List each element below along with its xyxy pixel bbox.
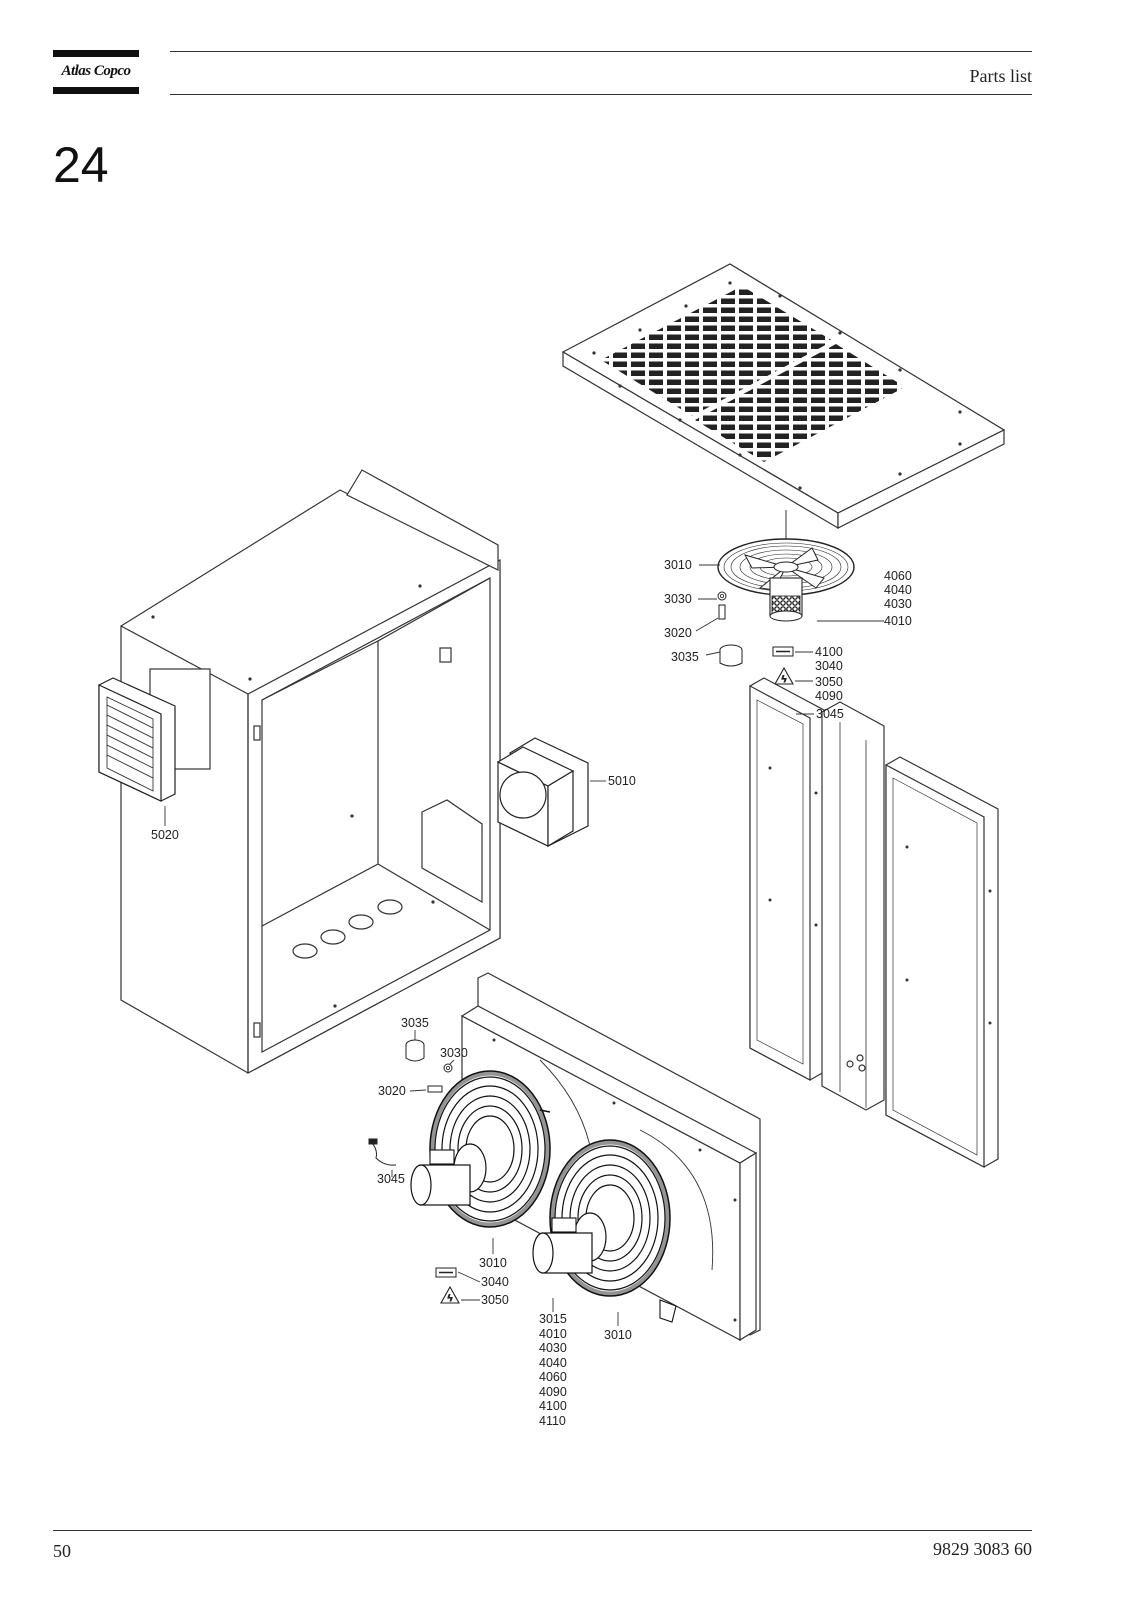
callout-top-plate-1: 3040: [815, 659, 843, 673]
callout-bot-bushing: 3035: [401, 1016, 429, 1030]
callout-bot-motor-0: 3015: [539, 1312, 567, 1326]
callout-top-motor-2: 4030: [884, 597, 912, 611]
logo-bar-top: [53, 50, 139, 57]
page-number: 50: [53, 1541, 71, 1561]
footer-rule: [53, 1530, 1032, 1531]
callout-bot-motor-5: 4090: [539, 1385, 567, 1399]
document-id: 9829 3083 60: [933, 1539, 1032, 1559]
top-fan-assembly: [717, 538, 855, 622]
svg-text:ϟ: ϟ: [782, 674, 787, 684]
callout-bot-motor-7: 4110: [539, 1414, 566, 1428]
main-cabinet: [120, 469, 501, 1075]
callout-bot-fan-left: 3010: [479, 1256, 507, 1270]
callout-labels: 3010 3030 3020 3035 4060 4040 4030 4010 …: [151, 558, 912, 1428]
atlas-copco-logo: Atlas Copco: [53, 50, 139, 94]
callout-bot-motor-6: 4100: [539, 1399, 567, 1413]
callout-top-washer: 3030: [664, 592, 692, 606]
header-rule-top: [170, 51, 1032, 52]
callout-top-motor-3: 4010: [884, 614, 912, 628]
callout-top-motor-0: 4060: [884, 569, 912, 583]
logo-bar-bottom: [53, 87, 139, 94]
callout-top-plate-0: 4100: [815, 645, 843, 659]
callout-top-cable: 3045: [816, 707, 844, 721]
right-side-panels: [749, 677, 999, 1168]
section-title: Parts list: [969, 66, 1032, 86]
callout-grille: 5020: [151, 828, 179, 842]
callout-housing-module: 5010: [608, 774, 636, 788]
callout-bot-motor-2: 4030: [539, 1341, 567, 1355]
callout-bot-warning: 3050: [481, 1293, 509, 1307]
svg-text:ϟ: ϟ: [448, 1293, 453, 1303]
top-cover-panel: [561, 263, 1006, 530]
grille-part: [98, 677, 176, 802]
callout-top-warning-0: 3050: [815, 675, 843, 689]
callout-top-fan: 3010: [664, 558, 692, 572]
callout-bot-plate: 3040: [481, 1275, 509, 1289]
callout-bot-motor-1: 4010: [539, 1327, 567, 1341]
callout-bot-motor-3: 4040: [539, 1356, 567, 1370]
bottom-fan-left: [410, 1070, 551, 1228]
callout-bot-motor-4: 4060: [539, 1370, 567, 1384]
figure-number: 24: [53, 137, 109, 193]
bottom-small-parts: ϟ: [368, 1039, 460, 1304]
callout-bot-fan-right: 3010: [604, 1328, 632, 1342]
bottom-fan-right: [532, 1139, 677, 1323]
callout-top-bolt: 3020: [664, 626, 692, 640]
callout-top-warning-1: 4090: [815, 689, 843, 703]
top-small-parts: ϟ: [717, 591, 797, 719]
callout-bot-cable: 3045: [377, 1172, 405, 1186]
callout-bot-bolt: 3020: [378, 1084, 406, 1098]
logo-text: Atlas Copco: [61, 63, 131, 79]
module-housing-part: [496, 737, 589, 848]
header-rule-bottom: [170, 94, 1032, 95]
callout-top-bushing: 3035: [671, 650, 699, 664]
callout-leaders: [164, 564, 884, 1326]
callout-bot-washer: 3030: [440, 1046, 468, 1060]
callout-top-motor-1: 4040: [884, 583, 912, 597]
